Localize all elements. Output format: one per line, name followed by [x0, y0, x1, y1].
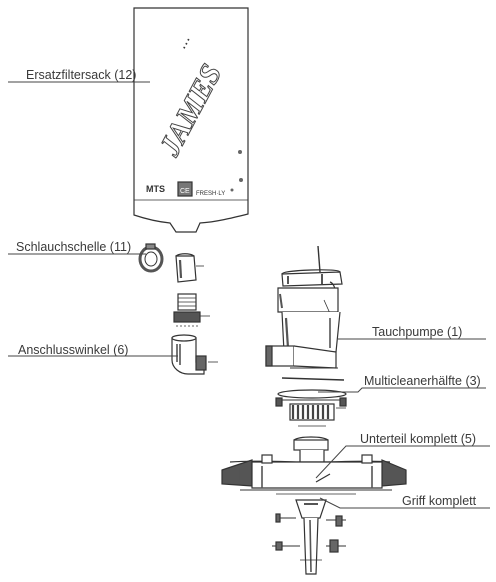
label-multicleaner-half: Multicleanerhälfte (3)	[364, 374, 481, 388]
bag-badge-text: CE	[180, 188, 190, 195]
label-pump: Tauchpumpe (1)	[372, 325, 463, 339]
bag-maker-text: MTS	[146, 184, 165, 194]
multicleaner-half-part	[275, 377, 347, 427]
base-assembly-part	[221, 436, 407, 495]
label-base: Unterteil komplett (5)	[360, 432, 477, 446]
elbow-part	[171, 334, 218, 375]
threaded-nipple-part	[173, 293, 210, 327]
filter-bag-part: JAMES ... MTS CE FRESH·LY	[133, 7, 249, 233]
handle-part	[272, 499, 346, 575]
leader-line-handle	[319, 497, 490, 509]
submersible-pump-part	[265, 245, 343, 369]
bag-tagline-text: FRESH·LY	[196, 191, 225, 197]
bag-badge	[177, 181, 193, 197]
leader-line-multicleaner	[318, 387, 486, 393]
connector-sleeve-part	[175, 253, 204, 283]
label-elbow: Anschlusswinkel (6)	[18, 343, 129, 357]
label-hose-clamp: Schlauchschelle (11)	[16, 240, 132, 254]
leader-line-base	[315, 445, 490, 479]
label-filter-bag: Ersatzfiltersack (12)	[26, 68, 137, 82]
hose-clamp-part	[138, 243, 164, 273]
label-handle: Griff komplett	[402, 494, 477, 508]
